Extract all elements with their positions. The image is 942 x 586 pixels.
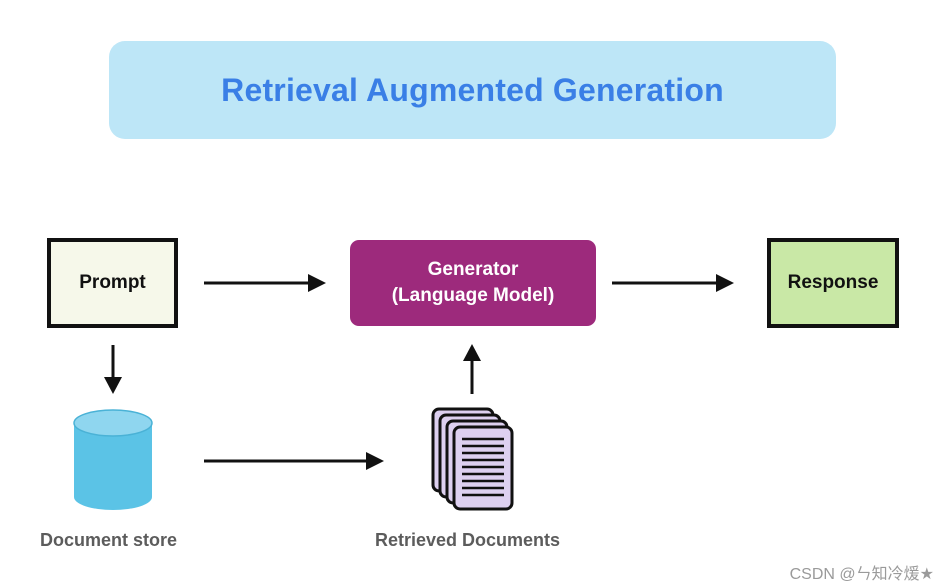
- watermark: CSDN @ㄣ知冷煖★: [789, 566, 934, 583]
- document-stack-icon: [431, 407, 514, 511]
- arrow-generator-to-response: [612, 274, 734, 292]
- database-cylinder-icon: [73, 409, 153, 510]
- arrow-documents-to-generator: [463, 344, 481, 394]
- retrieved-documents-label: Retrieved Documents: [375, 530, 561, 550]
- generator-sublabel: (Language Model): [391, 285, 555, 306]
- prompt-label: Prompt: [79, 272, 146, 293]
- arrow-store-to-documents: [204, 452, 384, 470]
- diagram-title: Retrieval Augmented Generation: [221, 71, 724, 108]
- title-banner: Retrieval Augmented Generation: [109, 41, 836, 139]
- generator-label: Generator: [427, 259, 519, 280]
- arrow-prompt-to-generator: [204, 274, 326, 292]
- document-store-label: Document store: [40, 530, 178, 550]
- arrow-prompt-to-document-store: [104, 345, 122, 394]
- response-node: Response: [767, 238, 899, 328]
- response-label: Response: [787, 272, 879, 293]
- prompt-node: Prompt: [47, 238, 178, 328]
- generator-node: Generator (Language Model): [350, 240, 596, 326]
